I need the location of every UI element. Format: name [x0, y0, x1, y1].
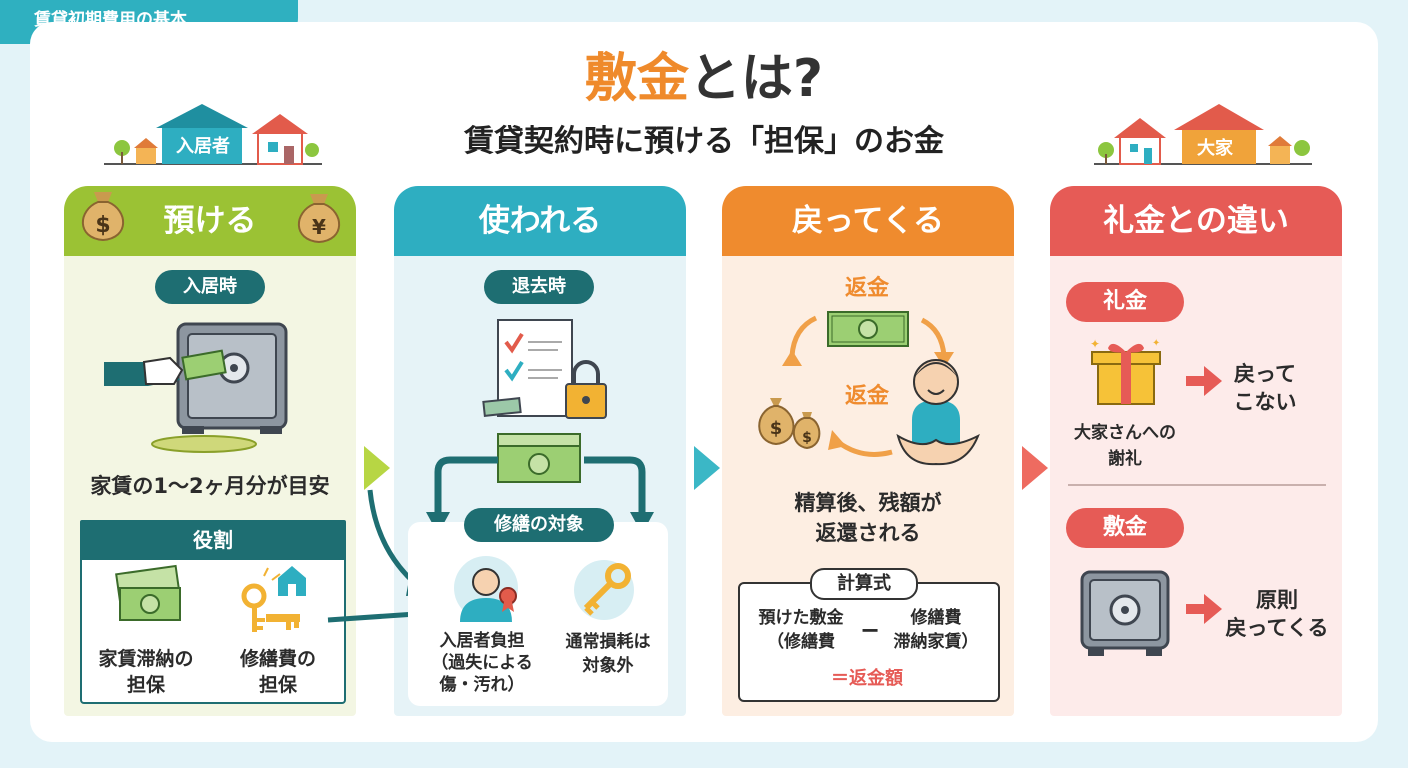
panel-used-header: 使われる [394, 186, 686, 256]
money-bag-yen-icon: ¥ [297, 194, 341, 244]
reikin-caption: 大家さんへの 謝礼 [1074, 423, 1176, 469]
formula-right: 修繕費 滞納家賃） [893, 608, 979, 652]
refund-cycle-illustration: $ $ [758, 311, 980, 466]
reikin-result: 戻って こない [1233, 362, 1297, 414]
tenant-person-icon [454, 556, 518, 622]
landlord-sign: 大家 [1197, 138, 1233, 159]
shikikin-arrow-icon [1186, 594, 1222, 624]
safe-deposit-illustration [104, 322, 288, 453]
money-bag-dollar-icon: $ [81, 192, 125, 242]
flow-arrow-3 [1022, 446, 1048, 490]
svg-text:¥: ¥ [312, 215, 326, 239]
repair-target-box [408, 522, 668, 706]
deposit-amount-caption: 家賃の1〜2ヶ月分が目安 [90, 474, 330, 498]
banknotes-icon [115, 564, 181, 621]
shikikin-pill: 敷金 [1066, 508, 1184, 548]
formula-operator: − [859, 616, 881, 644]
title-rest: とは? [688, 49, 824, 109]
panel-divider [1068, 484, 1326, 486]
checklist-lock-icon [482, 319, 607, 419]
formula-left: 預けた敷金 （修繕費 [758, 608, 844, 652]
formula-box [738, 582, 1000, 702]
reikin-arrow-icon [1186, 366, 1222, 396]
role-header: 役割 [80, 520, 346, 560]
repair-target-pill: 修繕の対象 [464, 508, 614, 542]
panel-difference-header: 礼金との違い [1050, 186, 1342, 256]
move-out-pill: 退去時 [484, 270, 594, 304]
formula-result: ＝返金額 [831, 668, 903, 689]
settlement-caption: 精算後、残額が 返還される [794, 491, 942, 545]
svg-text:✦: ✦ [1090, 337, 1100, 351]
key-house-icon [241, 566, 306, 632]
title-highlight: 敷金 [584, 49, 689, 109]
cash-stack-icon [497, 433, 581, 483]
safe-icon [1080, 570, 1170, 656]
svg-text:$: $ [95, 213, 110, 238]
flow-arrow-2 [694, 446, 720, 490]
reikin-pill: 礼金 [1066, 282, 1184, 322]
refund-label-mid: 返金 [844, 384, 889, 409]
normal-wear-text: 通常損耗は 対象外 [565, 632, 651, 676]
tenant-houses-illustration [104, 104, 322, 165]
svg-text:✦: ✦ [1152, 338, 1160, 349]
role-rent-guarantee: 家賃滞納の 担保 [98, 648, 194, 696]
panel-returned-header: 戻ってくる [722, 186, 1014, 256]
formula-title: 計算式 [810, 568, 918, 600]
gift-box-icon: ✦ ✦ [1090, 337, 1161, 405]
key-icon [574, 560, 634, 620]
page-title: 敷金とは? [0, 44, 1408, 114]
refund-label-top: 返金 [844, 276, 889, 301]
tenant-sign: 入居者 [176, 136, 230, 157]
shikikin-result: 原則 戻ってくる [1225, 588, 1329, 640]
move-in-pill: 入居時 [155, 270, 265, 304]
svg-text:$: $ [770, 418, 783, 439]
landlord-houses-illustration [1094, 104, 1312, 165]
role-repair-guarantee: 修繕費の 担保 [239, 648, 316, 696]
svg-text:$: $ [802, 430, 812, 446]
tenant-burden-text: 入居者負担 （過失による 傷・汚れ） [431, 631, 533, 695]
page-subtitle: 賃貸契約時に預ける「担保」のお金 [464, 124, 944, 159]
flow-arrow-1 [364, 446, 390, 490]
